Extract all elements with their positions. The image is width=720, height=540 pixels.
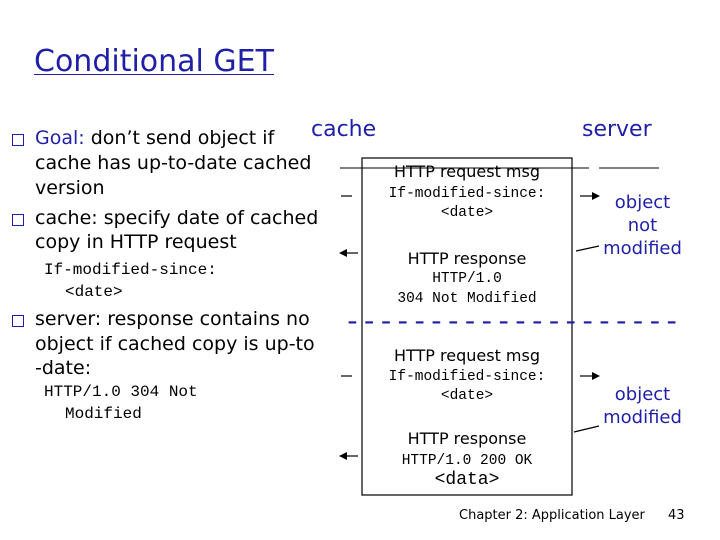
server-code-line-2: Modified <box>65 405 142 423</box>
response-title-2: HTTP response <box>407 429 527 448</box>
cache-label: cache <box>311 117 377 142</box>
request-line-2a: If-modified-since: <box>388 369 546 385</box>
arrow-head-left-icon <box>339 249 347 257</box>
bullet-square-icon <box>12 134 24 146</box>
side-note-1-line-1: object <box>614 192 671 213</box>
bullet-server: server: response contains no <box>12 307 310 331</box>
bullet-square-icon <box>12 214 24 226</box>
response-line-1b: 304 Not Modified <box>397 291 537 307</box>
response-line-2a: HTTP/1.0 200 OK <box>401 453 533 469</box>
server-label: server <box>582 117 652 142</box>
request-line-1b: <date> <box>440 205 494 221</box>
server-line-3: -date: <box>35 357 92 379</box>
response-line-1a: HTTP/1.0 <box>432 271 502 287</box>
request-title-2: HTTP request msg <box>393 346 540 365</box>
request-line-2b: <date> <box>440 388 494 404</box>
cache-line-2: copy in HTTP request <box>35 231 237 253</box>
side-note-2-line-2: modified <box>603 407 682 428</box>
message-box <box>361 157 573 496</box>
goal-line-3: version <box>35 177 105 199</box>
arrow-head-right-icon <box>592 192 600 200</box>
side-note-1-line-3: modified <box>603 238 682 259</box>
cache-code-line-2: <date> <box>65 283 123 301</box>
response-title-1: HTTP response <box>407 249 527 268</box>
arrow-head-left-icon <box>339 452 347 460</box>
separator-dashes: -------------------- <box>344 308 681 339</box>
side-note-2-line-1: object <box>614 384 671 405</box>
request-line-1a: If-modified-since: <box>388 186 546 202</box>
goal-label: Goal: <box>35 127 85 149</box>
footer-chapter: Chapter 2: Application Layer <box>459 508 645 523</box>
arrow-head-right-icon <box>592 372 600 380</box>
server-line-2: object if cached copy is up-to <box>35 333 315 355</box>
server-code-line-1: HTTP/1.0 304 Not <box>44 383 198 401</box>
goal-text: don’t send object if <box>84 127 275 149</box>
bullet-square-icon <box>12 315 24 327</box>
cache-code-line-1: If-modified-since: <box>44 261 217 279</box>
bullet-cache: cache: specify date of cached <box>12 206 319 230</box>
request-title-1: HTTP request msg <box>393 162 540 181</box>
slide-title: Conditional GET <box>34 44 274 79</box>
goal-line-2: cache has up-to-date cached <box>35 152 312 174</box>
cache-line-1: cache: specify date of cached <box>35 207 319 229</box>
side-note-1-line-2: not <box>627 215 658 236</box>
response-line-2b: <data> <box>434 470 500 490</box>
footer-page-number: 43 <box>668 508 685 523</box>
server-line-1: server: response contains no <box>35 308 310 330</box>
bullet-goal: Goal: don’t send object if <box>12 126 275 150</box>
